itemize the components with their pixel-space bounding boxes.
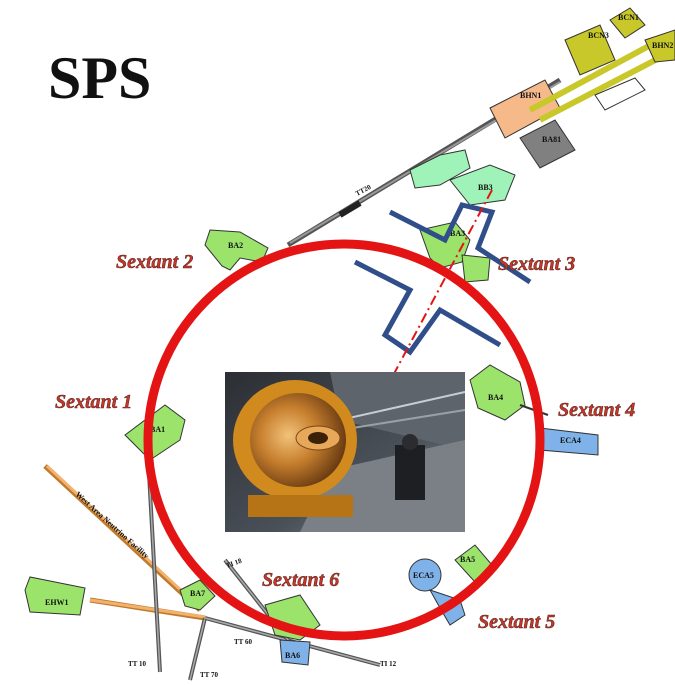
ba4-label: BA4 — [488, 393, 503, 402]
ba3-label: BA3 — [450, 229, 465, 238]
ba2-label: BA2 — [228, 241, 243, 250]
sextant-4-label: Sextant 4 — [558, 399, 635, 421]
ba2-building: BA2 — [204, 229, 269, 271]
tt10-label: TT 10 — [128, 660, 146, 668]
ba1-label: BA1 — [150, 425, 165, 434]
sextant-6-label: Sextant 6 — [262, 569, 339, 591]
ba7-building: BA7 — [179, 579, 216, 611]
bcn3-label: BCN3 — [588, 31, 609, 40]
bhn1-label: BHN1 — [520, 91, 541, 100]
eca5-label: ECA5 — [413, 571, 434, 580]
north-area: BHN1 BA81 BCN3 BCN1 BHN2 BB3 TT20 — [286, 7, 675, 248]
tt60-label: TT 60 — [234, 638, 252, 646]
sextant-5-label: Sextant 5 — [478, 611, 555, 633]
magnet-outline — [353, 202, 532, 356]
ba6-label: BA6 — [285, 651, 300, 660]
west-area-label: West Area Neutrino Facility — [74, 490, 151, 561]
tt70-label: TT 70 — [200, 671, 218, 679]
sextant-2-label: Sextant 2 — [116, 251, 193, 273]
ba1-building: BA1 — [124, 404, 186, 461]
sextant-labels: Sextant 2 Sextant 3 Sextant 1 Sextant 4 … — [55, 251, 636, 634]
bb3-label: BB3 — [478, 183, 493, 192]
sextant-1-label: Sextant 1 — [55, 391, 132, 413]
ti18-label: TI 18 — [225, 557, 243, 570]
bhn2-label: BHN2 — [652, 41, 673, 50]
ti12-label: TI 12 — [380, 660, 397, 668]
bcn1-label: BCN1 — [618, 13, 639, 22]
ba7-label: BA7 — [190, 589, 205, 598]
eca4-label: ECA4 — [560, 436, 581, 445]
map-title: SPS — [48, 45, 151, 111]
ba4-building: BA4 ECA4 — [469, 364, 599, 456]
tunnel-magnet-photo — [225, 372, 465, 532]
ehw1-label: EHW1 — [45, 598, 69, 607]
sps-ring — [143, 239, 545, 641]
sextant-3-label: Sextant 3 — [498, 253, 575, 275]
ba81-label: BA81 — [542, 135, 561, 144]
ba5-label: BA5 — [460, 555, 475, 564]
